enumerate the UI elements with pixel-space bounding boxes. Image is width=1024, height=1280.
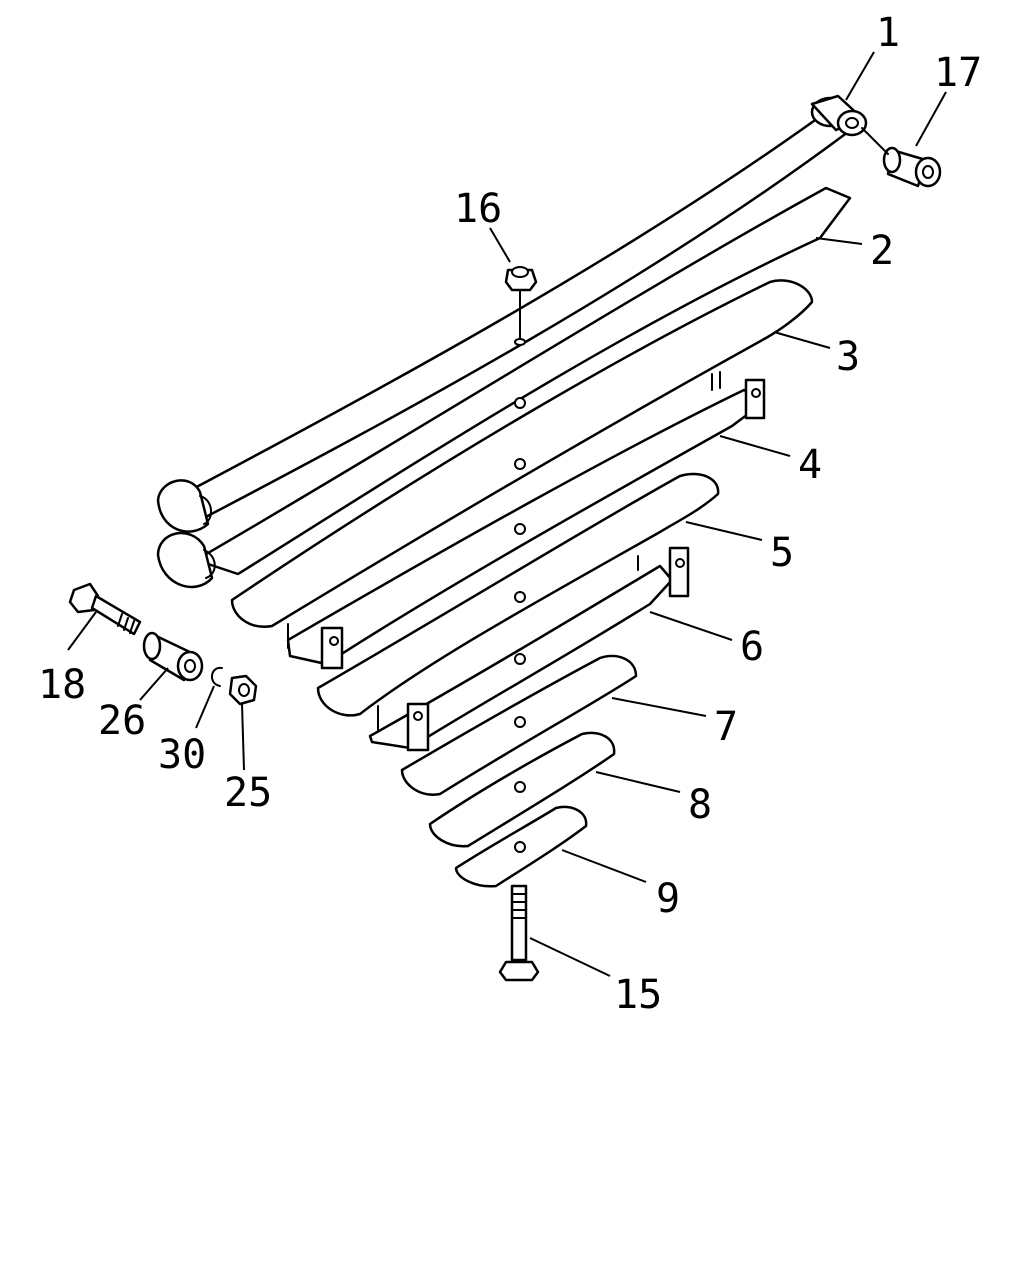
leader-6 — [649, 611, 733, 641]
nut-25 — [228, 674, 258, 706]
leader-7 — [611, 697, 707, 717]
callout-25: 25 — [224, 770, 272, 816]
leader-8 — [595, 771, 681, 793]
leader-30 — [195, 685, 215, 729]
callout-6: 6 — [740, 624, 764, 670]
leader-16 — [489, 227, 511, 263]
leader-5 — [685, 521, 763, 541]
leaf-4 — [286, 371, 766, 670]
leader-18 — [67, 611, 97, 651]
leader-9 — [561, 849, 647, 883]
leader-17 — [915, 91, 947, 147]
callout-30: 30 — [158, 732, 206, 778]
leader-lines — [67, 51, 947, 977]
callout-1: 1 — [876, 10, 900, 56]
callout-9: 9 — [656, 876, 680, 922]
leader-26 — [139, 667, 169, 701]
callout-3: 3 — [836, 334, 860, 380]
callout-labels: 1 2 3 4 5 6 7 8 9 15 16 17 18 25 26 30 — [38, 10, 982, 1018]
leaf-8 — [428, 731, 616, 848]
lock-washer-30 — [211, 666, 223, 687]
callout-26: 26 — [98, 698, 146, 744]
callout-16: 16 — [454, 186, 502, 232]
center-nut-16 — [504, 266, 538, 346]
leader-15 — [529, 937, 611, 977]
leaf-7 — [400, 654, 638, 796]
callout-17: 17 — [934, 50, 982, 96]
leader-4 — [719, 435, 791, 457]
callout-7: 7 — [714, 704, 738, 750]
leaf-1-main-leaf — [156, 94, 868, 533]
bushing-17 — [861, 127, 942, 188]
callout-18: 18 — [38, 662, 86, 708]
leader-2 — [815, 237, 863, 245]
center-bolt-15 — [498, 884, 540, 982]
leaf-6 — [368, 546, 690, 752]
callout-5: 5 — [770, 530, 794, 576]
leaf-5 — [316, 472, 720, 717]
leaf-9 — [454, 805, 588, 888]
callout-2: 2 — [870, 228, 894, 274]
leader-3 — [773, 331, 831, 349]
bushing-26 — [142, 631, 204, 682]
callout-4: 4 — [798, 442, 822, 488]
shackle-bolt-18 — [68, 582, 142, 636]
callout-15: 15 — [614, 972, 662, 1018]
leaf-3 — [230, 279, 814, 628]
leader-1 — [845, 51, 875, 101]
leader-25 — [241, 703, 245, 771]
callout-8: 8 — [688, 782, 712, 828]
leaf-2 — [156, 186, 852, 589]
